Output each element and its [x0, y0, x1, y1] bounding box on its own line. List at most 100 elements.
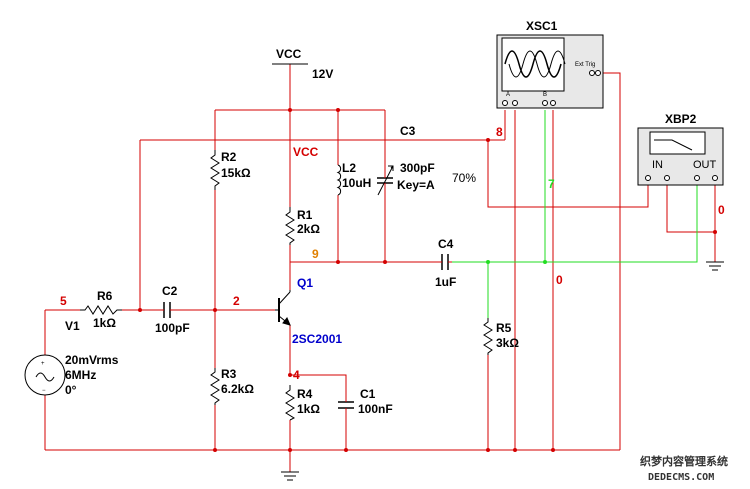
junction	[213, 448, 217, 452]
v1-ref: V1	[65, 319, 80, 333]
junction	[486, 138, 490, 142]
net-label-0-b: 0	[718, 203, 725, 217]
r3-resistor[interactable]	[210, 368, 220, 405]
bode-out-plus[interactable]	[694, 175, 700, 181]
r4-resistor[interactable]	[285, 385, 296, 421]
r5-value: 3kΩ	[496, 336, 519, 350]
vcc-voltage: 12V	[312, 67, 333, 81]
svg-text:+: +	[41, 361, 45, 367]
v1-ac-source[interactable]: + −	[24, 354, 66, 396]
junction	[551, 448, 555, 452]
oscilloscope-xsc1[interactable]: Ext Trig A B XSC1	[496, 19, 604, 109]
net-label-4: 4	[293, 368, 300, 382]
scope-ch-a-label: A	[506, 92, 510, 98]
q1-model: 2SC2001	[292, 332, 342, 346]
c3-value: 300pF	[400, 161, 435, 175]
junction	[713, 230, 717, 234]
r5-resistor[interactable]	[483, 318, 493, 355]
net-label-5: 5	[60, 294, 67, 308]
r5-ref: R5	[496, 321, 512, 335]
r2-value: 15kΩ	[221, 166, 251, 180]
wire-xbp-in-gnd	[666, 183, 716, 233]
r6-resistor[interactable]	[80, 305, 122, 315]
r2-ref: R2	[221, 150, 237, 164]
green-wires	[452, 110, 698, 320]
r2-resistor[interactable]	[210, 150, 220, 190]
wire-trig-gnd	[600, 72, 621, 450]
r6-ref: R6	[97, 289, 113, 303]
scope-terminal-a-minus[interactable]	[512, 100, 518, 106]
wire-emitter-c1	[290, 374, 347, 395]
junction	[543, 260, 547, 264]
r1-ref: R1	[297, 208, 313, 222]
l2-inductor[interactable]	[336, 164, 342, 196]
junction	[383, 260, 387, 264]
r4-ref: R4	[297, 387, 313, 401]
c3-percent: 70%	[452, 171, 476, 185]
junction	[288, 448, 292, 452]
junction	[138, 308, 142, 312]
net-label-8: 8	[496, 125, 503, 139]
scope-terminal-a-plus[interactable]	[502, 100, 508, 106]
r1-resistor[interactable]	[285, 207, 295, 245]
junction	[336, 108, 340, 112]
wire-net8-down	[487, 140, 649, 208]
bode-in-minus[interactable]	[664, 175, 670, 181]
vcc-net-label: VCC	[293, 145, 319, 159]
vcc-label: VCC	[276, 47, 302, 61]
scope-terminal-b-plus[interactable]	[542, 100, 548, 106]
junction	[288, 108, 292, 112]
bode-in-plus[interactable]	[645, 175, 651, 181]
c4-capacitor[interactable]	[438, 254, 452, 270]
xbp2-label: XBP2	[665, 112, 697, 126]
ground-symbol	[281, 471, 299, 481]
svg-text:−: −	[42, 388, 46, 394]
v1-frequency: 6MHz	[65, 368, 96, 382]
vcc-symbol: VCC 12V	[272, 47, 333, 81]
l2-value: 10uH	[342, 176, 371, 190]
net-label-2: 2	[233, 294, 240, 308]
c3-key: Key=A	[397, 178, 435, 192]
green-junctions	[486, 260, 547, 264]
junction	[288, 373, 292, 377]
q1-ref: Q1	[297, 276, 313, 290]
scope-terminal-b-minus[interactable]	[550, 100, 556, 106]
r1-value: 2kΩ	[297, 222, 320, 236]
net-label-7: 7	[548, 177, 555, 191]
scope-terminal-trig-gnd[interactable]	[595, 70, 601, 76]
ground-symbol-xbp	[706, 252, 724, 271]
net-label-0-a: 0	[556, 273, 563, 287]
c3-ref: C3	[400, 124, 416, 138]
scope-ch-b-label: B	[543, 92, 547, 98]
c1-ref: C1	[360, 387, 376, 401]
junctions	[138, 108, 717, 452]
r3-ref: R3	[221, 367, 237, 381]
bode-out-minus[interactable]	[712, 175, 718, 181]
bode-out-label: OUT	[693, 159, 717, 171]
junction	[513, 448, 517, 452]
junction	[336, 260, 340, 264]
wire-green-out	[452, 183, 698, 263]
watermark: 织梦内容管理系统 DEDECMS.COM	[640, 454, 728, 483]
bode-plotter-xbp2[interactable]: IN OUT XBP2	[637, 112, 724, 186]
scope-trig-label: Ext Trig	[575, 62, 595, 68]
r6-value: 1kΩ	[93, 316, 116, 330]
c2-ref: C2	[162, 284, 178, 298]
net-label-9: 9	[312, 247, 319, 261]
v1-amplitude: 20mVrms	[65, 353, 119, 367]
c3-variable-capacitor[interactable]	[377, 160, 394, 200]
c1-capacitor[interactable]	[338, 395, 354, 415]
junction	[486, 260, 490, 264]
q1-transistor[interactable]	[275, 290, 291, 326]
c4-ref: C4	[438, 237, 454, 251]
c2-capacitor[interactable]	[160, 302, 176, 318]
junction	[213, 308, 217, 312]
bode-in-label: IN	[652, 159, 663, 171]
c4-value: 1uF	[435, 275, 456, 289]
scope-terminal-trig[interactable]	[589, 70, 595, 76]
junction	[486, 448, 490, 452]
v1-phase: 0°	[65, 383, 77, 397]
l2-ref: L2	[342, 161, 356, 175]
